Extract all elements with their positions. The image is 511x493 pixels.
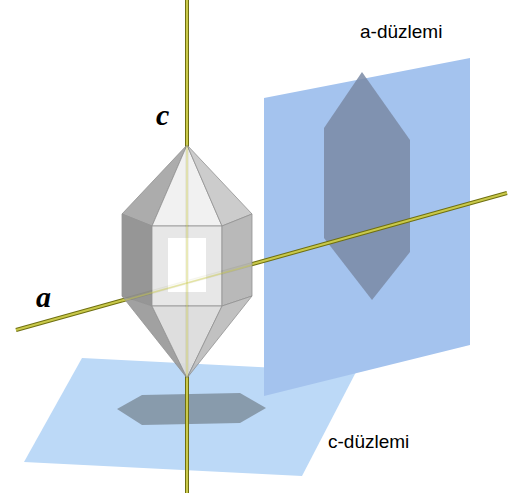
plane-label: c-düzlemi bbox=[328, 432, 409, 453]
crystal-face bbox=[187, 296, 252, 378]
crystal-face bbox=[122, 214, 152, 306]
c-plane-hexagon bbox=[117, 393, 266, 425]
a-plane bbox=[264, 58, 470, 396]
axis-label: a bbox=[36, 280, 51, 313]
plane-label: a-düzlemi bbox=[360, 22, 442, 43]
a-axis-inside bbox=[122, 265, 252, 301]
a-axis-edge bbox=[16, 193, 507, 330]
a-plane-hexagon bbox=[324, 72, 410, 300]
hexagonal-dipyramid bbox=[122, 145, 252, 378]
axis-label: c bbox=[156, 98, 169, 131]
c-axis-inside bbox=[186, 145, 188, 378]
c-axis bbox=[186, 0, 188, 493]
crystal-face bbox=[187, 145, 252, 226]
a-axis bbox=[16, 193, 507, 330]
crystal-face bbox=[222, 214, 252, 306]
